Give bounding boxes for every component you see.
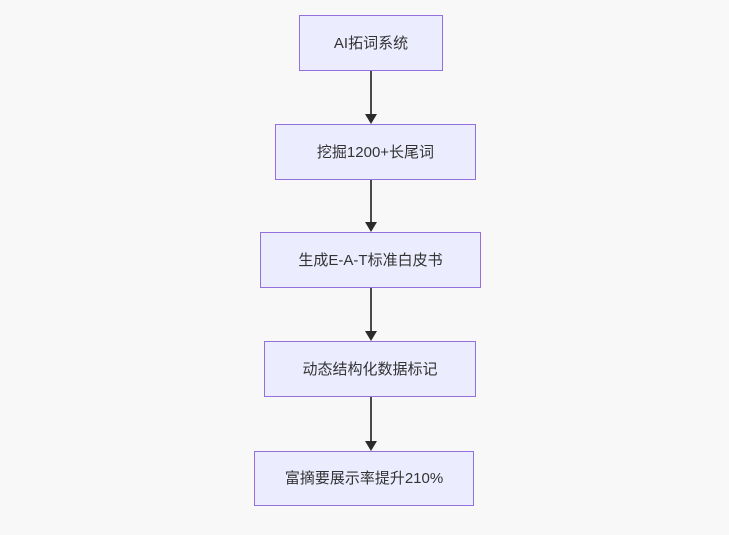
- arrow-line: [370, 180, 372, 230]
- flow-node-label: AI拓词系统: [333, 34, 409, 52]
- flow-arrow-3: [364, 288, 378, 341]
- flow-node-step-3: 生成E-A-T标准白皮书: [260, 232, 481, 288]
- flow-node-step-2: 挖掘1200+长尾词: [275, 124, 476, 180]
- arrow-line: [370, 288, 372, 339]
- arrow-down-icon: [365, 222, 377, 232]
- arrow-line: [370, 397, 372, 449]
- flow-node-step-4: 动态结构化数据标记: [264, 341, 476, 397]
- flow-node-label: 富摘要展示率提升210%: [284, 470, 444, 487]
- arrow-down-icon: [365, 441, 377, 451]
- flow-arrow-4: [364, 397, 378, 451]
- flow-node-step-1: AI拓词系统: [299, 15, 443, 71]
- flow-node-label: 动态结构化数据标记: [302, 360, 438, 378]
- flow-node-label: 挖掘1200+长尾词: [316, 143, 435, 161]
- flow-arrow-1: [364, 71, 378, 124]
- flow-node-step-5: 富摘要展示率提升210%: [254, 451, 474, 506]
- flow-arrow-2: [364, 180, 378, 232]
- arrow-down-icon: [365, 331, 377, 341]
- arrow-line: [370, 71, 372, 122]
- flow-node-label: 生成E-A-T标准白皮书: [298, 251, 443, 269]
- arrow-down-icon: [365, 114, 377, 124]
